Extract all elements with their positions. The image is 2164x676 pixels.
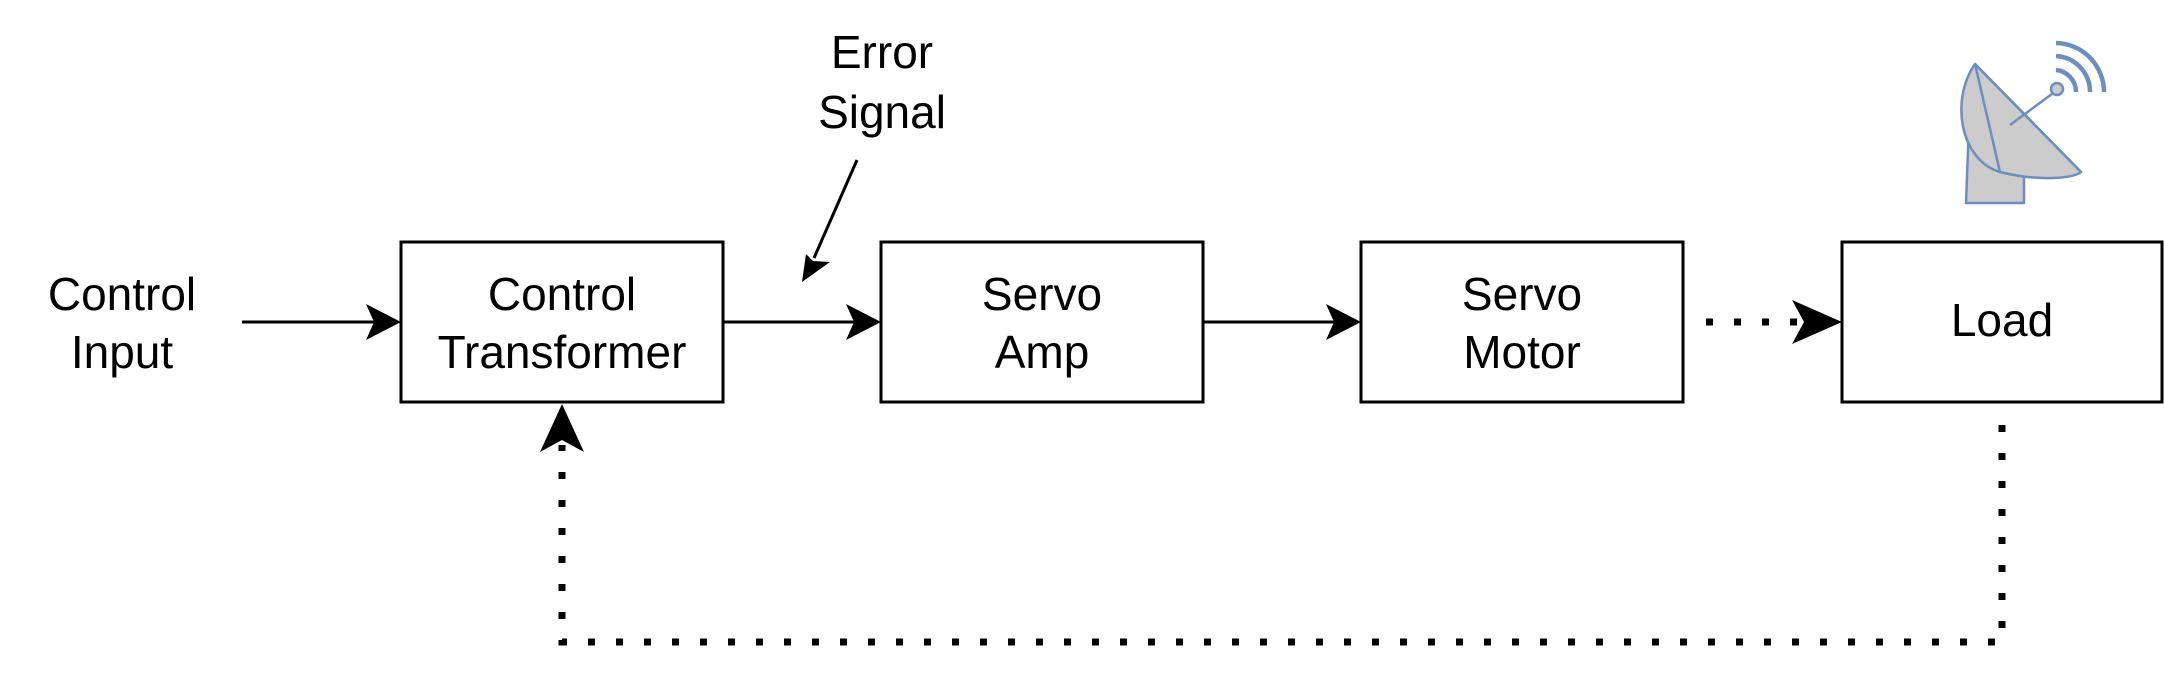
- dotted-arrow-motor-to-load: [1706, 300, 1842, 344]
- block-control-transformer: Control Transformer: [399, 240, 725, 404]
- control-transformer-line1: Control: [488, 268, 636, 320]
- load-label: Load: [1951, 294, 2053, 346]
- servo-amp-line2: Amp: [995, 326, 1090, 378]
- servo-amp-line1: Servo: [982, 268, 1102, 320]
- error-signal-label: Error Signal: [818, 26, 946, 138]
- servo-motor-line2: Motor: [1463, 326, 1581, 378]
- error-signal-pointer: [802, 159, 859, 282]
- arrow-amp-to-motor: [1203, 304, 1361, 340]
- control-input-line1: Control: [48, 268, 196, 320]
- arrow-transformer-to-amp: [723, 304, 881, 340]
- block-servo-amp: Servo Amp: [879, 240, 1205, 404]
- arrow-input-to-transformer: [242, 304, 401, 340]
- control-input-line2: Input: [71, 326, 174, 378]
- block-load: Load: [1840, 240, 2164, 404]
- error-signal-line1: Error: [831, 26, 933, 78]
- block-servo-motor: Servo Motor: [1359, 240, 1685, 404]
- feedback-loop: [540, 404, 2006, 646]
- error-signal-line2: Signal: [818, 86, 946, 138]
- control-input-label: Control Input: [48, 268, 196, 378]
- satellite-dish-icon: [1960, 40, 2107, 205]
- servo-motor-line1: Servo: [1462, 268, 1582, 320]
- control-transformer-line2: Transformer: [438, 326, 687, 378]
